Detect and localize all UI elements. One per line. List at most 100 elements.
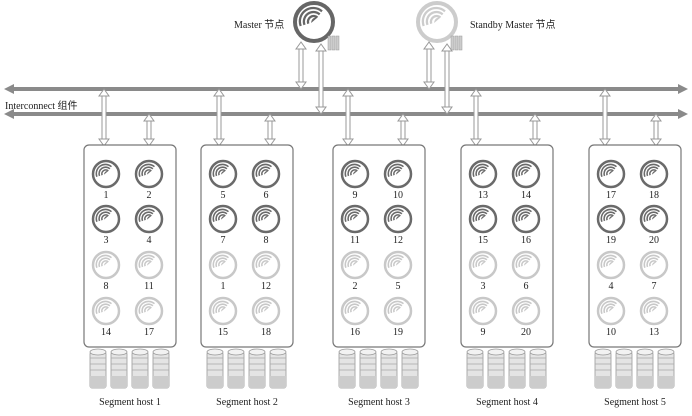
- disk-icon: [657, 348, 675, 389]
- mirror-segment-number: 2: [352, 281, 358, 292]
- primary-segment-icon: [468, 159, 498, 189]
- primary-segment-icon: [251, 204, 281, 234]
- primary-segment-icon: [134, 204, 164, 234]
- mirror-segment-icon: [511, 250, 541, 280]
- host-5-arrow-lower: [650, 113, 662, 147]
- primary-segment-number: 12: [393, 235, 403, 246]
- primary-segment-number: 8: [263, 235, 269, 246]
- mirror-segment-number: 6: [523, 281, 529, 292]
- primary-segment-number: 3: [103, 235, 109, 246]
- disk-icon: [380, 348, 398, 389]
- host-1-arrow-upper: [98, 88, 110, 147]
- mirror-segment-number: 4: [608, 281, 614, 292]
- primary-segment-number: 5: [220, 190, 226, 201]
- mirror-segment-number: 8: [103, 281, 109, 292]
- primary-segment-icon: [340, 159, 370, 189]
- standby-master-node-icon: [416, 1, 458, 43]
- mirror-segment-number: 16: [350, 327, 360, 338]
- disk-icon: [466, 348, 484, 389]
- mirror-segment-icon: [511, 296, 541, 326]
- primary-segment-number: 20: [649, 235, 659, 246]
- segment-host-3-box: [332, 144, 426, 348]
- interconnect-bus-upper: [4, 84, 688, 94]
- segment-host-4-box: [460, 144, 554, 348]
- mirror-segment-number: 20: [521, 327, 531, 338]
- mirror-segment-icon: [383, 250, 413, 280]
- primary-segment-icon: [639, 204, 669, 234]
- disk-icon: [508, 348, 526, 389]
- mirror-segment-icon: [596, 250, 626, 280]
- host-1-arrow-lower: [143, 113, 155, 147]
- mirror-segment-icon: [134, 296, 164, 326]
- master-storage-icon: [327, 35, 340, 51]
- mirror-segment-number: 9: [480, 327, 486, 338]
- mirror-segment-icon: [91, 250, 121, 280]
- mirror-segment-number: 7: [651, 281, 657, 292]
- segment-host-label: Segment host 2: [216, 397, 278, 408]
- primary-segment-icon: [208, 204, 238, 234]
- mirror-segment-number: 13: [649, 327, 659, 338]
- primary-segment-number: 2: [146, 190, 152, 201]
- segment-host-label: Segment host 3: [348, 397, 410, 408]
- primary-segment-icon: [383, 159, 413, 189]
- mirror-segment-icon: [340, 296, 370, 326]
- mirror-segment-number: 11: [144, 281, 154, 292]
- disk-icon: [131, 348, 149, 389]
- segment-host-2-box: [200, 144, 294, 348]
- mirror-segment-number: 12: [261, 281, 271, 292]
- disk-icon: [227, 348, 245, 389]
- mirror-segment-number: 15: [218, 327, 228, 338]
- host-5-arrow-upper: [599, 88, 611, 147]
- primary-segment-number: 14: [521, 190, 531, 201]
- master-arrow-upper: [295, 41, 307, 90]
- primary-segment-number: 4: [146, 235, 152, 246]
- primary-segment-icon: [511, 159, 541, 189]
- mirror-segment-icon: [639, 296, 669, 326]
- mirror-segment-icon: [468, 296, 498, 326]
- interconnect-label: Interconnect 组件: [5, 101, 78, 112]
- disk-icon: [487, 348, 505, 389]
- primary-segment-number: 9: [352, 190, 358, 201]
- mirror-segment-icon: [208, 250, 238, 280]
- mirror-segment-number: 1: [220, 281, 226, 292]
- segment-host-label: Segment host 5: [604, 397, 666, 408]
- primary-segment-icon: [468, 204, 498, 234]
- primary-segment-number: 19: [606, 235, 616, 246]
- primary-segment-number: 16: [521, 235, 531, 246]
- disk-icon: [89, 348, 107, 389]
- primary-segment-icon: [91, 204, 121, 234]
- standby-storage-icon: [450, 35, 463, 51]
- standby-arrow-upper: [423, 41, 435, 90]
- mirror-segment-icon: [251, 250, 281, 280]
- primary-segment-icon: [511, 204, 541, 234]
- primary-segment-icon: [383, 204, 413, 234]
- primary-segment-icon: [91, 159, 121, 189]
- standby-arrow-lower: [441, 43, 453, 115]
- mirror-segment-number: 19: [393, 327, 403, 338]
- segment-host-5-box: [588, 144, 682, 348]
- primary-segment-icon: [596, 159, 626, 189]
- host-3-arrow-lower: [397, 113, 409, 147]
- disk-icon: [594, 348, 612, 389]
- host-4-arrow-lower: [529, 113, 541, 147]
- mirror-segment-icon: [468, 250, 498, 280]
- disk-icon: [269, 348, 287, 389]
- mirror-segment-icon: [596, 296, 626, 326]
- disk-icon: [401, 348, 419, 389]
- mirror-segment-icon: [251, 296, 281, 326]
- primary-segment-number: 6: [263, 190, 269, 201]
- standby-label: Standby Master 节点: [470, 20, 556, 31]
- host-4-arrow-upper: [470, 88, 482, 147]
- primary-segment-number: 18: [649, 190, 659, 201]
- primary-segment-number: 13: [478, 190, 488, 201]
- primary-segment-number: 11: [350, 235, 360, 246]
- primary-segment-icon: [251, 159, 281, 189]
- segment-host-label: Segment host 4: [476, 397, 538, 408]
- disk-icon: [206, 348, 224, 389]
- mirror-segment-number: 10: [606, 327, 616, 338]
- disk-icon: [110, 348, 128, 389]
- disk-icon: [248, 348, 266, 389]
- disk-icon: [529, 348, 547, 389]
- mirror-segment-icon: [91, 296, 121, 326]
- mirror-segment-icon: [340, 250, 370, 280]
